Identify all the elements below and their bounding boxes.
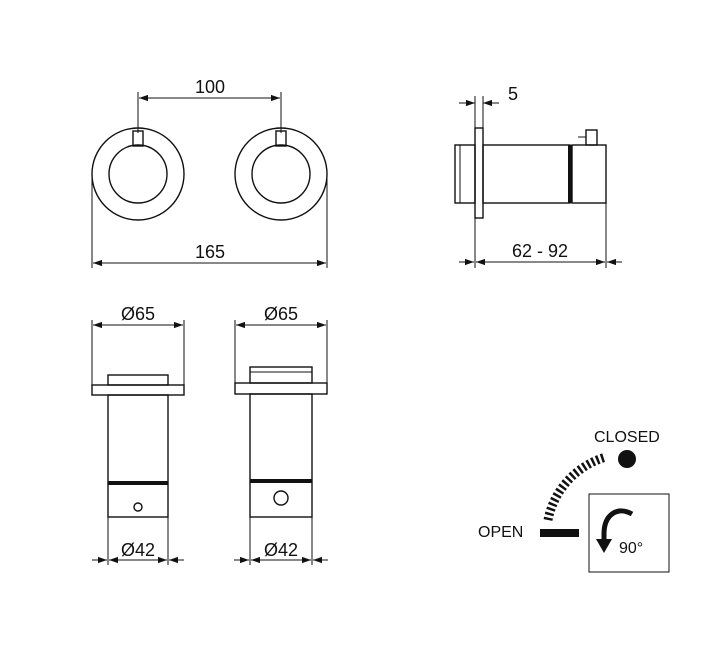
overall-width-label: 165 [195,242,225,262]
center-distance-label: 100 [195,77,225,97]
left-flange-diameter-label: Ø65 [121,304,155,324]
right-rosette [234,127,328,221]
rotation-angle-label: 90° [619,540,643,557]
right-section-view: Ø65 Ø42 [234,304,328,565]
left-rosette [91,127,185,221]
closed-label: CLOSED [594,429,660,446]
front-view: 100 165 [91,77,328,268]
rotation-arc [543,452,608,521]
rotation-box [588,493,670,573]
right-body-diameter-dimension: Ø42 [234,517,328,565]
depth-dimension: 62 - 92 [459,203,622,268]
flange-thickness-dimension: 5 [459,84,518,128]
right-flange-diameter-dimension: Ø65 [234,304,328,383]
center-distance-dimension: 100 [137,77,282,133]
open-label: OPEN [478,524,523,541]
closed-position-dot [618,450,636,468]
right-flange-diameter-label: Ø65 [264,304,298,324]
operation-legend: CLOSED OPEN 90° [478,429,670,573]
flange-thickness-label: 5 [508,84,518,104]
open-position-bar [540,529,579,537]
side-view: 5 62 - 92 [454,84,622,268]
overall-width-dimension: 165 [91,174,328,268]
rotate-arrow-icon [601,508,634,546]
left-flange-diameter-dimension: Ø65 [91,304,185,385]
right-body-diameter-label: Ø42 [264,540,298,560]
depth-label: 62 - 92 [512,241,568,261]
left-body-diameter-label: Ø42 [121,540,155,560]
left-body-diameter-dimension: Ø42 [92,517,184,565]
left-section-view: Ø65 Ø42 [91,304,185,565]
